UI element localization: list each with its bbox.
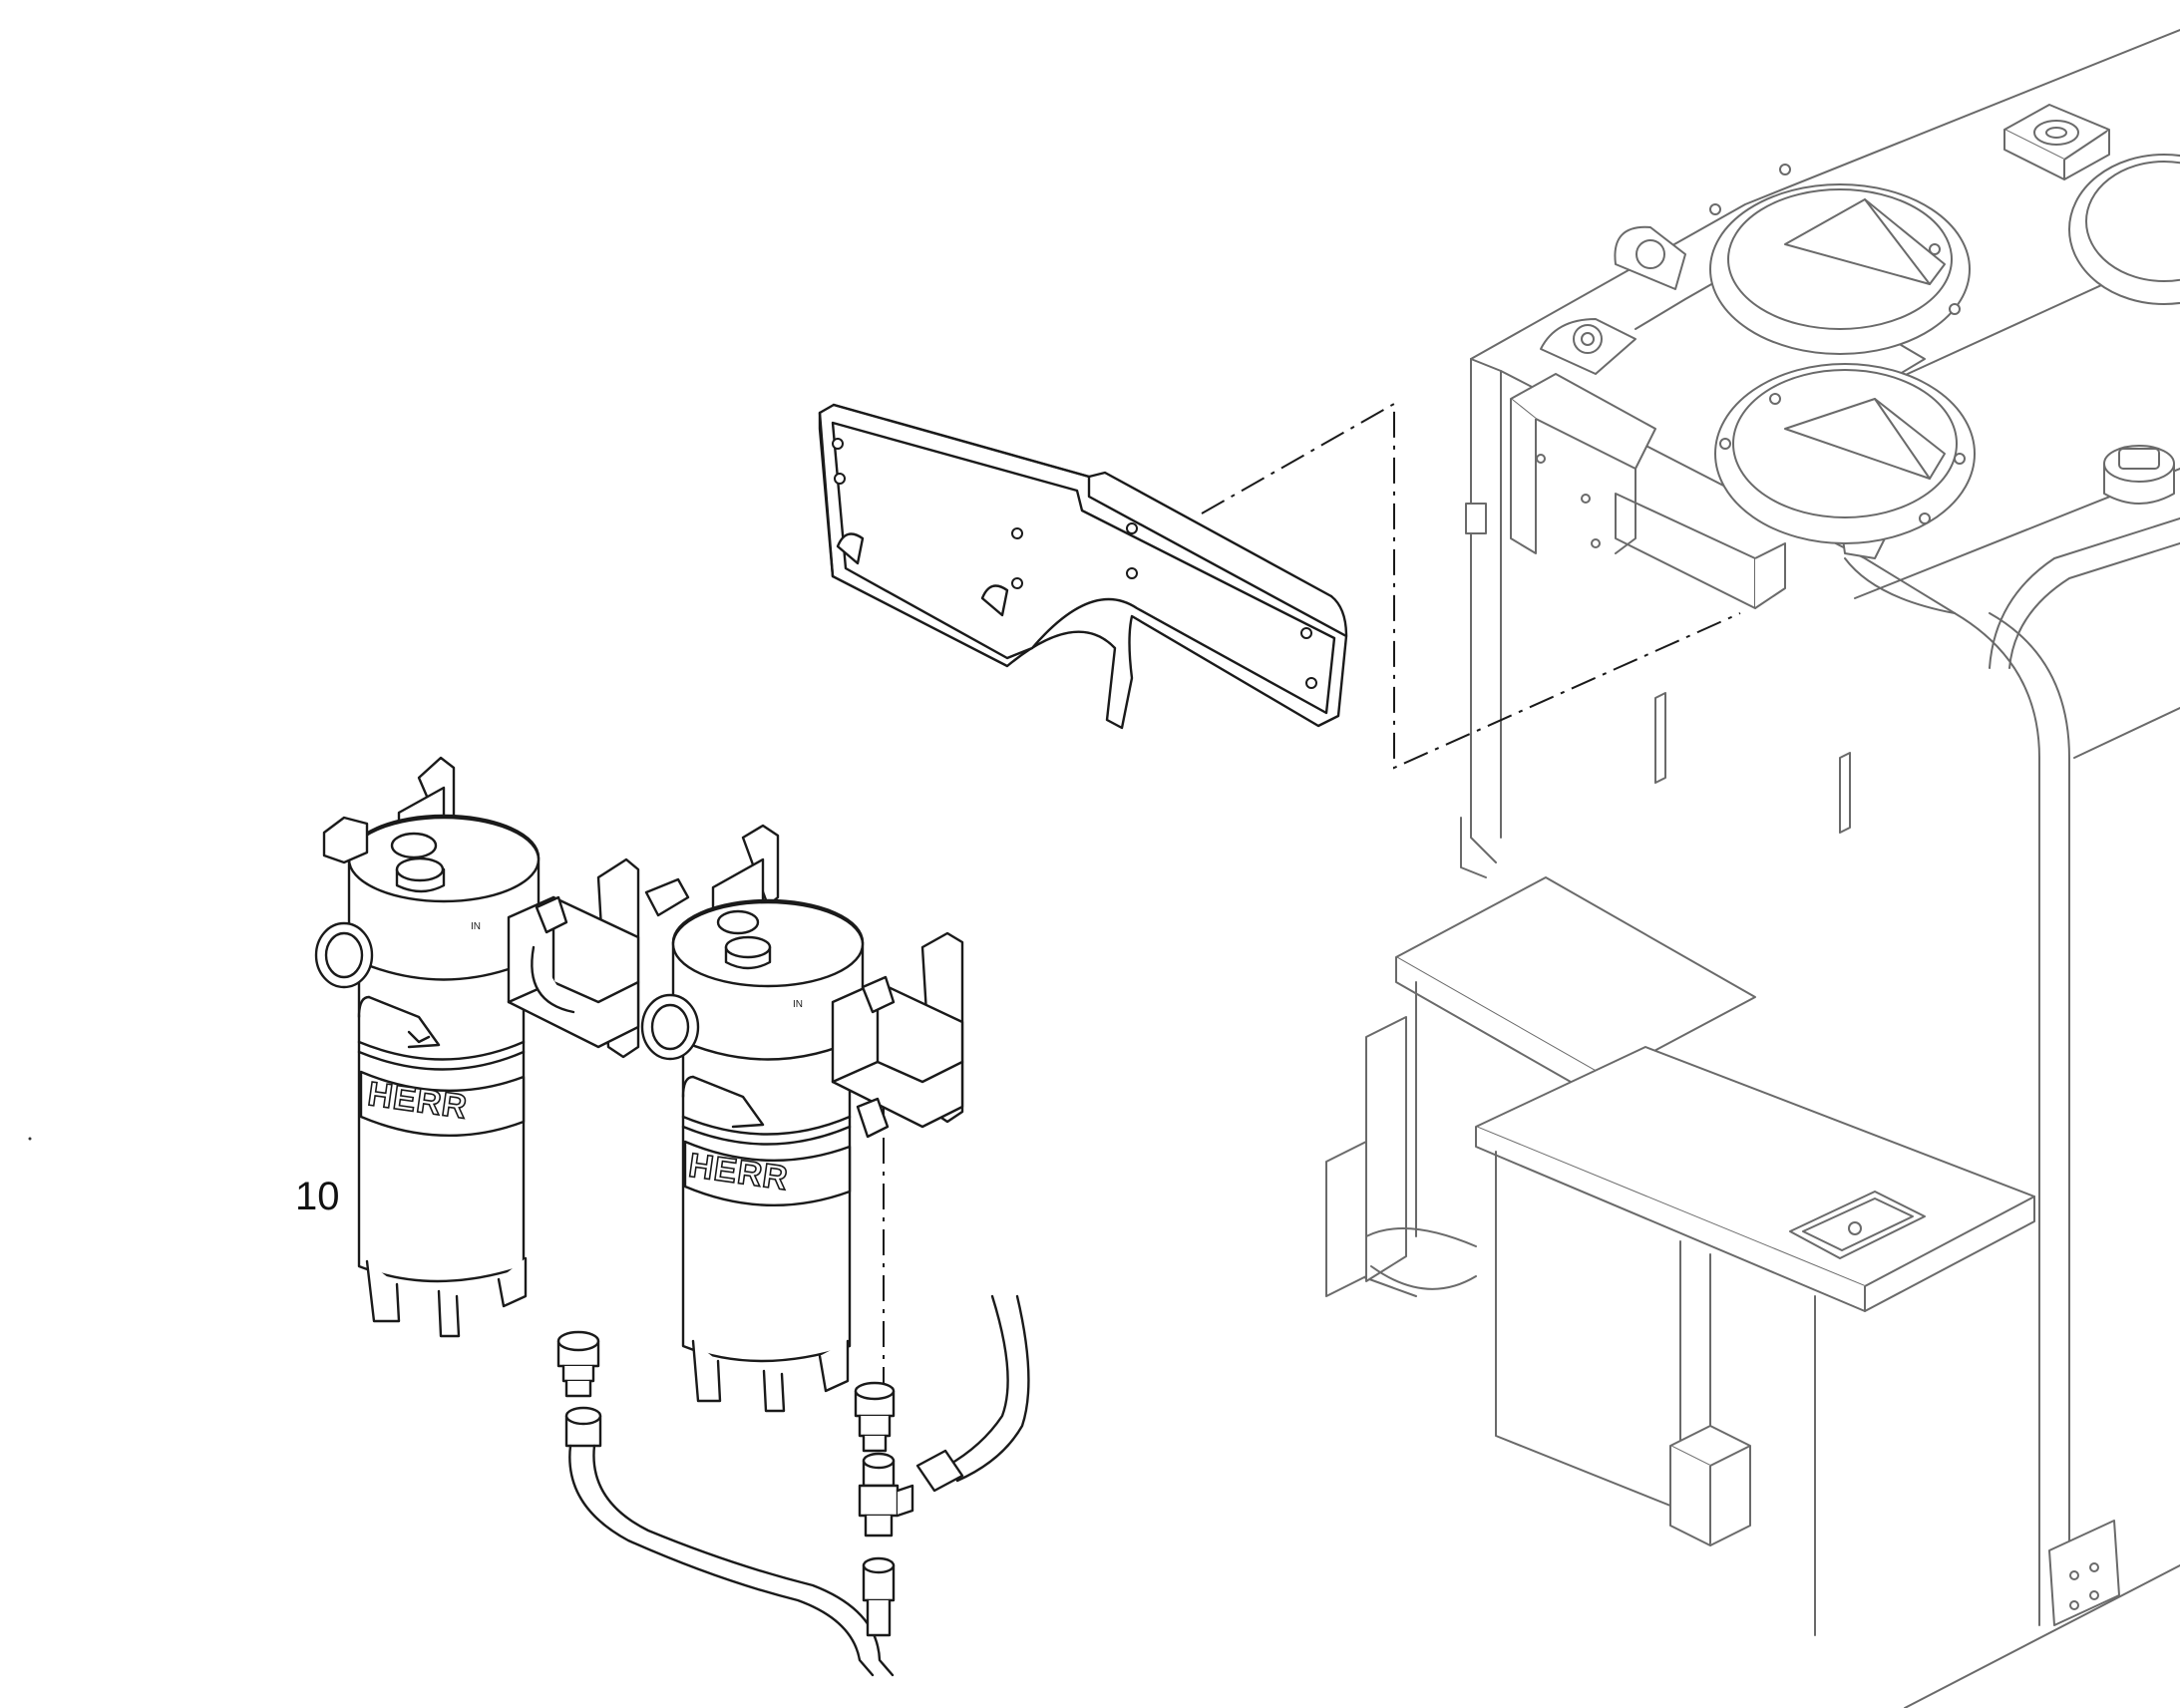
breather-cap [2103, 445, 2175, 505]
tank-cover-center [1714, 363, 1976, 544]
tee-fitting [858, 1452, 914, 1537]
pressure-filter-left: HERR IN [314, 756, 640, 1338]
tank-mounting-bracket [1510, 373, 1786, 609]
port-label-right: IN [793, 999, 803, 1010]
pressure-filter-right: HERR IN [640, 824, 964, 1413]
stray-dot [28, 1137, 32, 1141]
tank-cover-right [2068, 154, 2180, 305]
fitting-nipple-left [556, 1330, 600, 1398]
hydraulic-tank-assembly [1325, 29, 2180, 1708]
mounting-plate [818, 403, 1348, 730]
port-label-left: IN [471, 921, 481, 932]
assembly-guide-lines [883, 402, 1741, 1391]
hose-assembly-lower [564, 1406, 896, 1677]
tank-cover-upper-left [1709, 183, 1971, 355]
fitting-nipple-right [854, 1381, 896, 1453]
hose-assembly-right [915, 1294, 1030, 1493]
callout-10: 10 [295, 1175, 340, 1218]
